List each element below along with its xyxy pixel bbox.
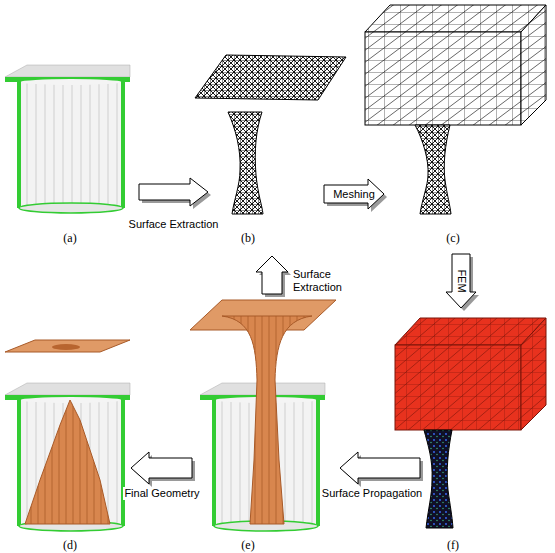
arrow-body: [131, 452, 192, 484]
arrow-label: Meshing: [332, 188, 376, 201]
arrow-body: [256, 256, 288, 294]
final-deposit: [25, 400, 110, 524]
volume-mesh-top: [365, 5, 546, 32]
figure-panel: (e): [196, 298, 336, 552]
volume-mesh-side: [521, 5, 546, 125]
final-plane-dip: [52, 344, 80, 350]
arrow-label: Final Geometry: [123, 487, 200, 500]
volume-mesh-front: [365, 32, 521, 125]
panel-caption: (a): [63, 231, 76, 245]
final-plane: [5, 340, 130, 352]
propagated-funnel: [222, 316, 312, 524]
arrow-label: Surface Propagation: [321, 487, 423, 500]
arrow-label: FEM: [455, 268, 468, 293]
block-arrow: [131, 452, 195, 487]
figure-panel: (a): [5, 50, 135, 250]
figure-panel: (b): [212, 50, 320, 252]
arrow-label: Surface Extraction: [128, 218, 220, 231]
block-arrow: [340, 452, 423, 487]
figure-panel: (c): [388, 2, 548, 250]
fem-mesh-stem: [424, 430, 453, 528]
figure-panel: (d): [5, 318, 127, 552]
fem-mesh-side: [521, 318, 546, 430]
arrow-body: [139, 178, 208, 206]
block-arrow: [256, 256, 291, 297]
figure-panel: (f): [424, 312, 550, 552]
fem-mesh-front: [395, 345, 521, 430]
panel-caption: (d): [63, 538, 77, 552]
arrow-body: [340, 452, 420, 484]
arrow-body: [446, 254, 476, 308]
arrow-body: [324, 179, 384, 209]
block-arrow: [324, 179, 387, 212]
panel-caption: (e): [241, 538, 254, 552]
surface-mesh-stem: [228, 112, 263, 214]
panel-caption: (c): [446, 231, 459, 245]
arrow-label: Surface Extraction: [292, 268, 356, 294]
panel-caption: (f): [447, 538, 459, 552]
block-arrow: [139, 178, 211, 209]
panel-caption: (b): [241, 231, 255, 245]
trench-figure: [5, 383, 130, 531]
trench-figure: [5, 65, 130, 213]
block-arrow: [446, 254, 479, 311]
surface-mesh-plane: [195, 55, 346, 100]
volume-mesh-stem: [415, 125, 451, 214]
fem-mesh-top: [395, 318, 546, 345]
